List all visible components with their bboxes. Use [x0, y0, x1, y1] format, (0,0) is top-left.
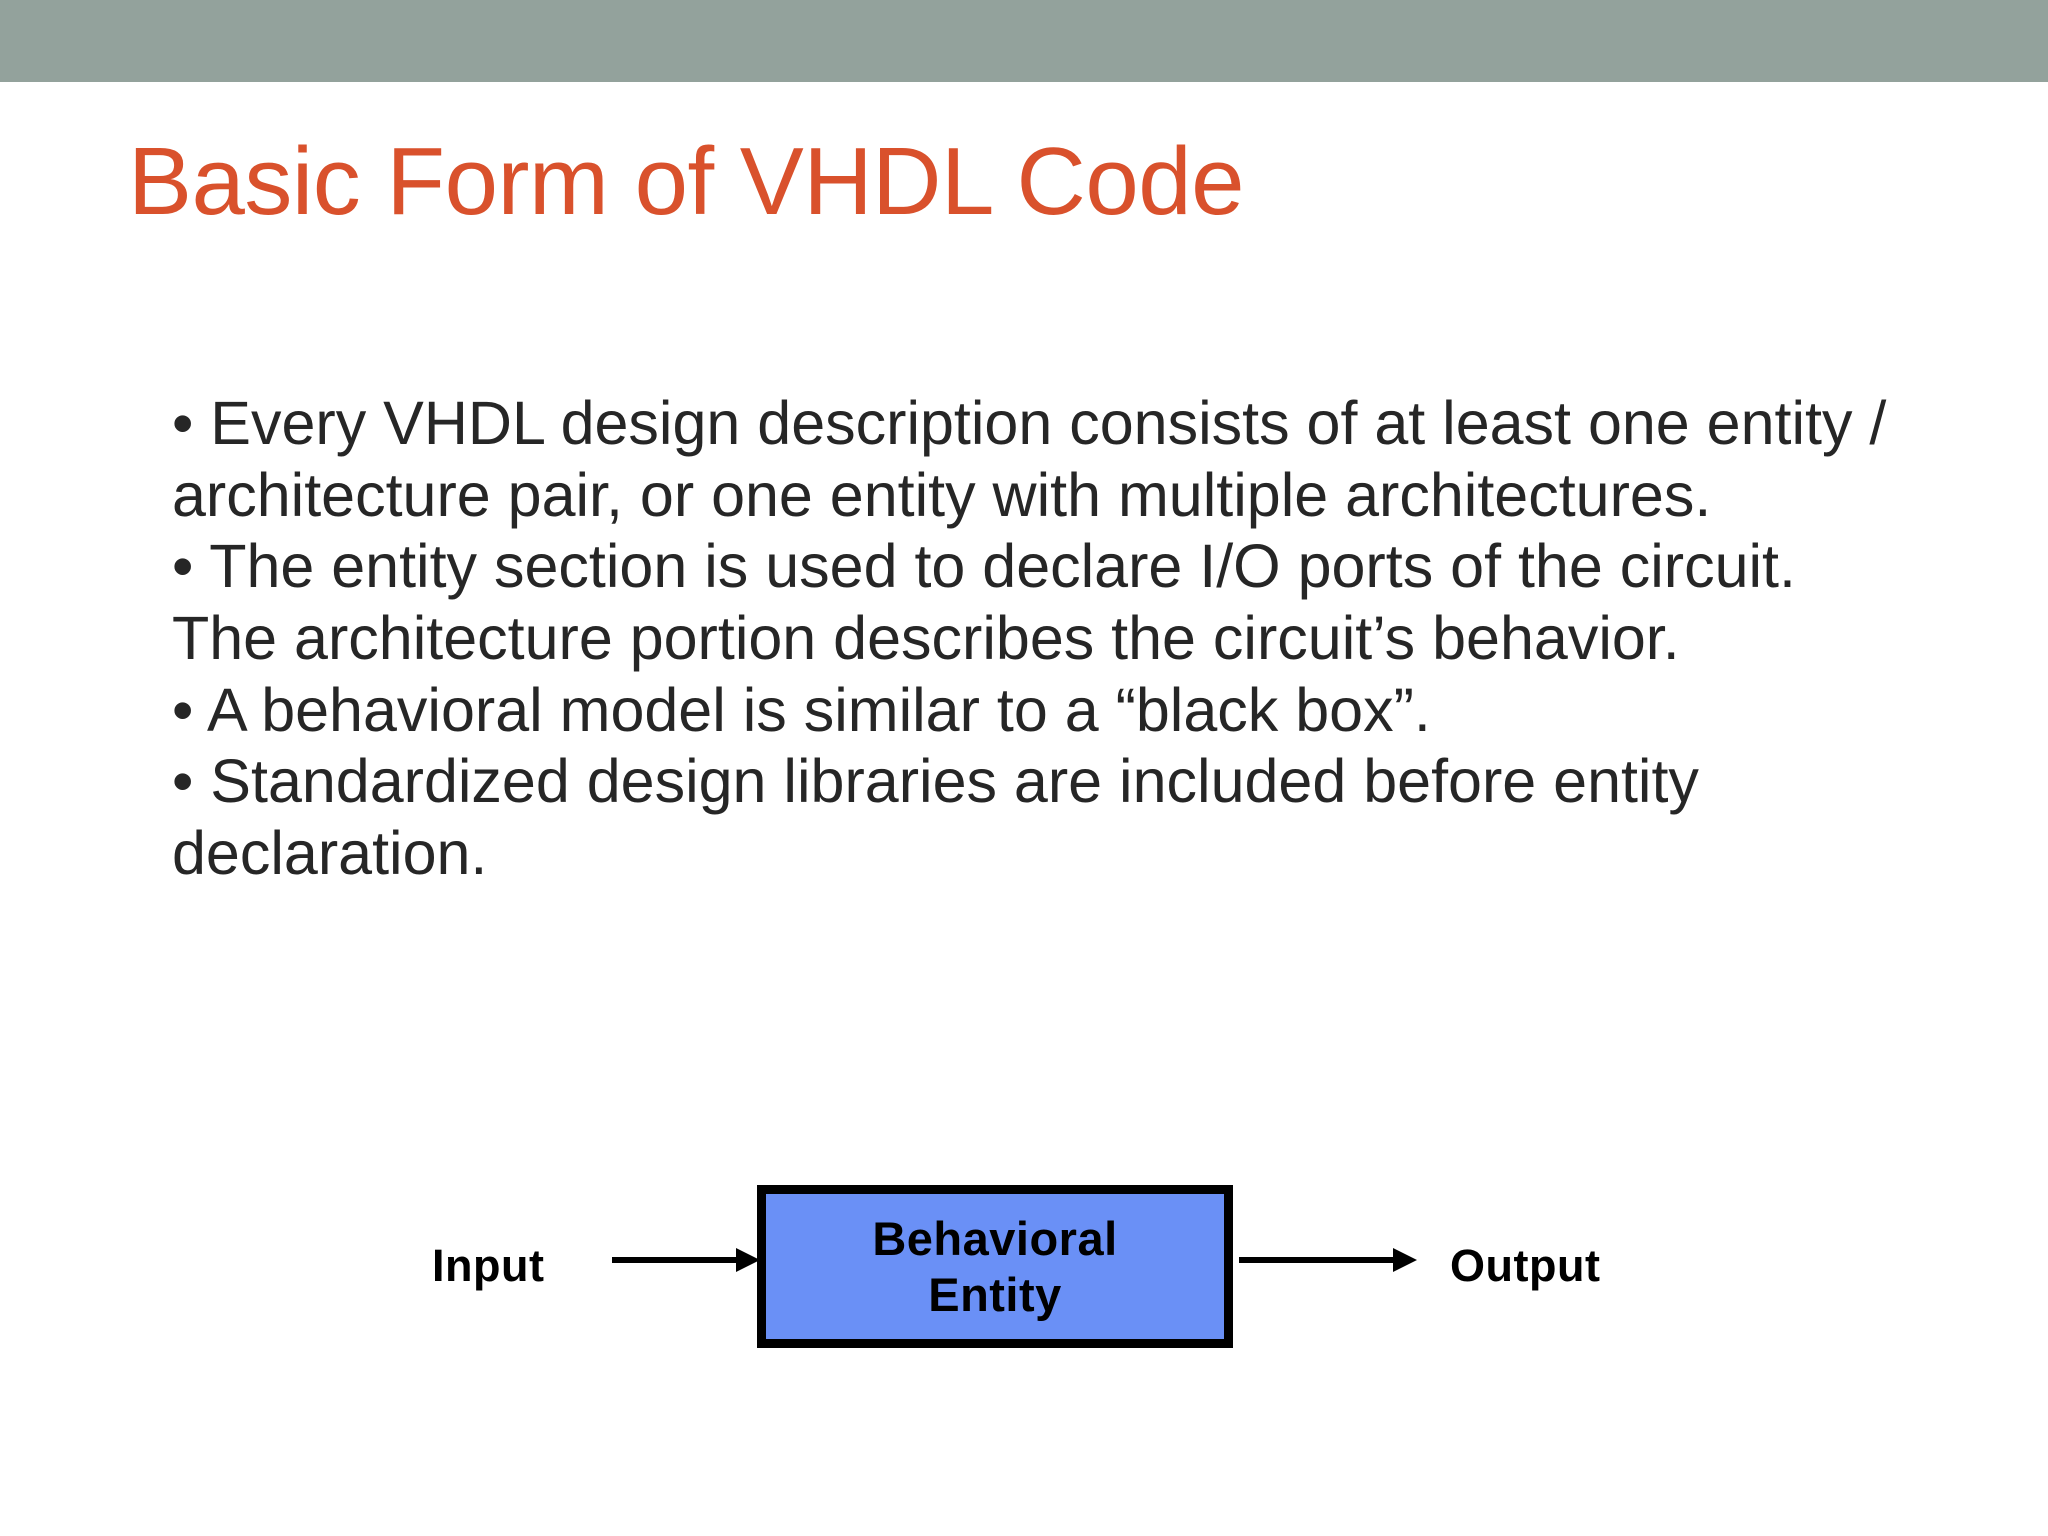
entity-box-line-2: Entity	[928, 1267, 1062, 1321]
input-arrow-icon	[612, 1245, 760, 1275]
behavioral-entity-box: Behavioral Entity	[757, 1185, 1233, 1348]
arrow-head	[1393, 1248, 1417, 1272]
bullet-item-4: • Standardized design libraries are incl…	[172, 747, 1699, 888]
bullet-item-1: • Every VHDL design description consists…	[172, 389, 1887, 529]
diagram-input-label: Input	[432, 1240, 545, 1291]
page-title: Basic Form of VHDL Code	[128, 128, 1244, 235]
diagram-output-label: Output	[1450, 1240, 1601, 1291]
body-content: • Every VHDL design description consists…	[172, 388, 1912, 890]
output-arrow-icon	[1239, 1245, 1419, 1275]
slide-top-band	[0, 0, 2048, 82]
bullet-item-2: • The entity section is used to declare …	[172, 532, 1796, 673]
arrow-head	[736, 1248, 760, 1272]
arrow-shaft	[1239, 1257, 1397, 1263]
bullet-item-3: • A behavioral model is similar to a “bl…	[172, 675, 1431, 744]
arrow-shaft	[612, 1257, 740, 1263]
entity-box-line-1: Behavioral	[872, 1212, 1118, 1266]
